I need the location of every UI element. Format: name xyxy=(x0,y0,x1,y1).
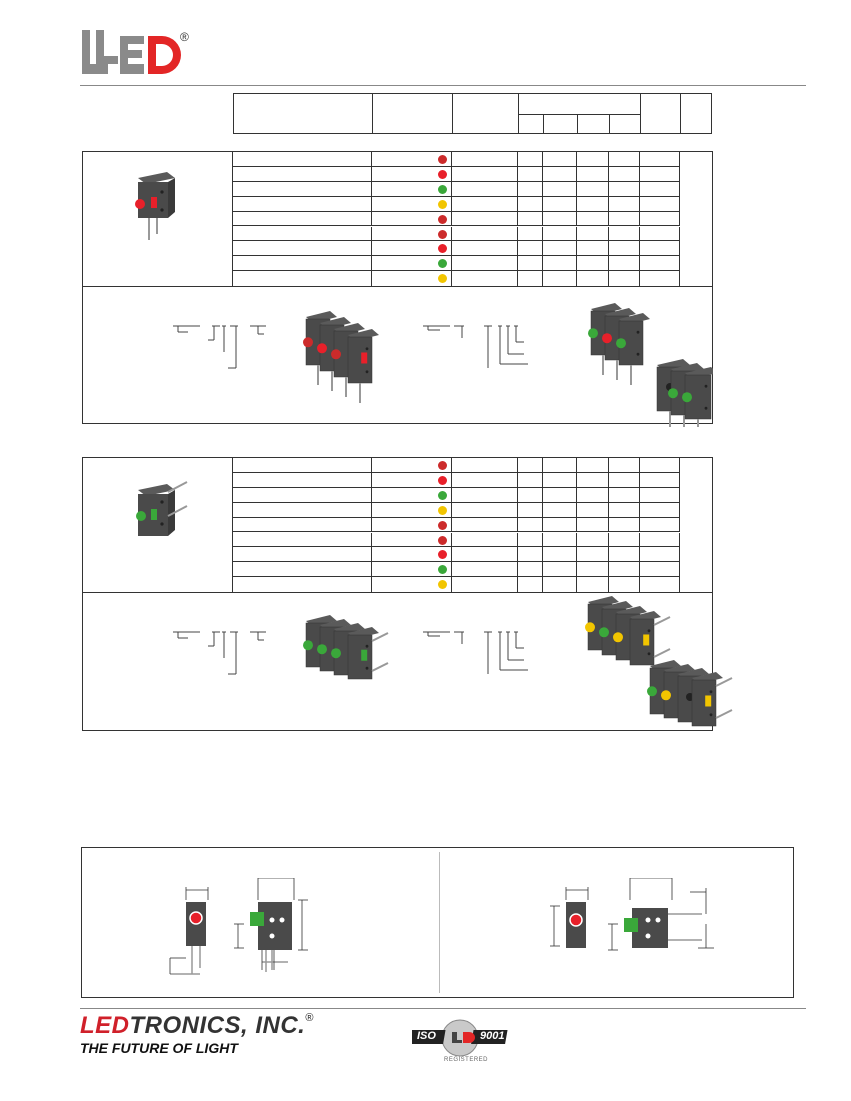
led-color-dot xyxy=(438,214,447,224)
spec-row xyxy=(233,517,680,533)
spec-row xyxy=(233,458,680,473)
led-color-dot xyxy=(438,274,447,284)
registered-mark: ® xyxy=(180,30,189,44)
mixed-led-arrays-right-angle xyxy=(585,596,733,727)
iso-badge: ISO 9001 REGISTERED xyxy=(407,1016,508,1068)
spec-row xyxy=(233,256,680,272)
right-angle-dimension-drawing xyxy=(550,878,714,951)
section-divider xyxy=(83,592,712,593)
led-color-dot xyxy=(438,565,447,575)
spec-row xyxy=(233,181,680,197)
spec-row xyxy=(233,547,680,563)
spec-row xyxy=(233,472,680,488)
part-number-breakdown-single xyxy=(173,325,266,369)
product-thumbnail-cell xyxy=(83,152,233,286)
quad-led-array-green xyxy=(303,615,389,680)
spec-rows xyxy=(233,152,680,287)
part-number-breakdown-single xyxy=(173,631,266,675)
led-color-dot xyxy=(438,520,447,530)
led-color-dot xyxy=(438,550,447,560)
spec-row xyxy=(233,532,680,548)
led-color-dot xyxy=(438,461,447,470)
dimensions-divider xyxy=(439,852,440,993)
led-color-dot xyxy=(438,580,447,590)
product-section-vertical xyxy=(82,151,713,427)
spec-row xyxy=(233,562,680,578)
led-color-dot xyxy=(438,490,447,500)
iso-label: ISO xyxy=(417,1030,436,1042)
led-color-dot xyxy=(438,169,447,179)
led-color-dot xyxy=(438,535,447,545)
product-section-right-angle xyxy=(82,457,733,731)
led-color-dot xyxy=(438,155,447,164)
led-color-dot xyxy=(438,259,447,269)
led-color-dot xyxy=(438,475,447,485)
spec-row xyxy=(233,211,680,227)
mixed-led-arrays-vertical xyxy=(588,303,713,427)
dimensions-panel xyxy=(81,847,794,998)
spec-row xyxy=(233,487,680,503)
spec-rows xyxy=(233,458,680,593)
quad-led-array-red xyxy=(303,311,379,403)
section-divider xyxy=(83,286,712,287)
spec-row xyxy=(233,502,680,518)
brand-registered-mark: ® xyxy=(305,1012,314,1024)
spec-row xyxy=(233,577,680,593)
led-color-dot xyxy=(438,505,447,515)
brand-primary: LED xyxy=(80,1012,130,1039)
header-rule xyxy=(80,85,806,86)
vertical-dimension-drawing xyxy=(169,878,308,975)
company-logo: ® xyxy=(80,28,190,78)
led-color-dot xyxy=(438,229,447,239)
spec-row xyxy=(233,196,680,212)
part-number-breakdown-multi xyxy=(423,325,528,368)
spec-row xyxy=(233,152,680,167)
led-color-dot xyxy=(438,199,447,209)
table-header xyxy=(233,93,712,134)
spec-row xyxy=(233,226,680,242)
company-brand: LEDTRONICS, INC.® xyxy=(80,1012,314,1040)
iso-caption: REGISTERED xyxy=(444,1057,489,1063)
brand-secondary: TRONICS, INC. xyxy=(129,1012,306,1039)
spec-row xyxy=(233,166,680,182)
led-color-dot xyxy=(438,184,447,194)
vertical-led-thumbnail xyxy=(135,172,175,240)
part-number-breakdown-multi xyxy=(423,631,528,674)
footer-rule xyxy=(80,1008,806,1009)
led-color-dot xyxy=(438,244,447,254)
spec-row xyxy=(233,271,680,287)
company-tagline: THE FUTURE OF LIGHT xyxy=(80,1040,238,1056)
right-angle-led-thumbnail xyxy=(136,481,188,536)
iso-number: 9001 xyxy=(480,1030,505,1042)
spec-row xyxy=(233,241,680,257)
product-thumbnail-cell xyxy=(83,458,233,592)
